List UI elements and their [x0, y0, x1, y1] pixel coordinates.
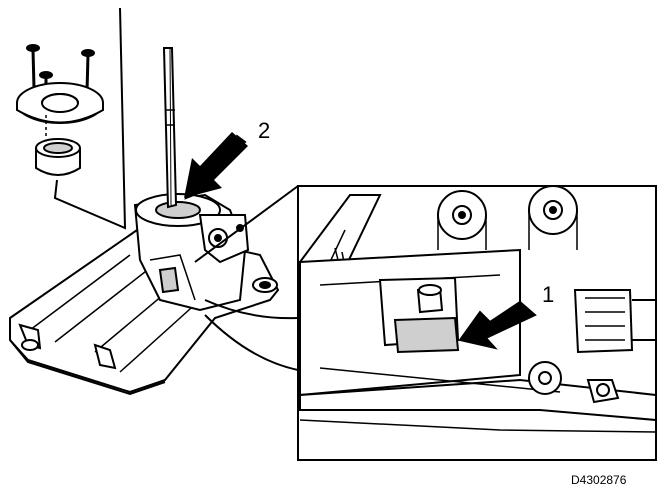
callout-2: 2	[258, 118, 270, 143]
arrow-icon	[184, 132, 248, 200]
figure-code: D4302876	[571, 473, 627, 487]
arrow-icon	[458, 300, 537, 350]
exploded-parts	[16, 7, 127, 230]
exploded-panel	[53, 7, 127, 230]
detail-inset: 1	[194, 185, 657, 461]
callout-1: 1	[542, 282, 554, 307]
screw-right	[81, 49, 95, 93]
screw-left	[26, 44, 40, 89]
gear-lever-rod	[162, 47, 178, 209]
collar-ring	[16, 82, 104, 124]
bushing	[35, 138, 81, 176]
shifter-assembly	[9, 47, 280, 396]
